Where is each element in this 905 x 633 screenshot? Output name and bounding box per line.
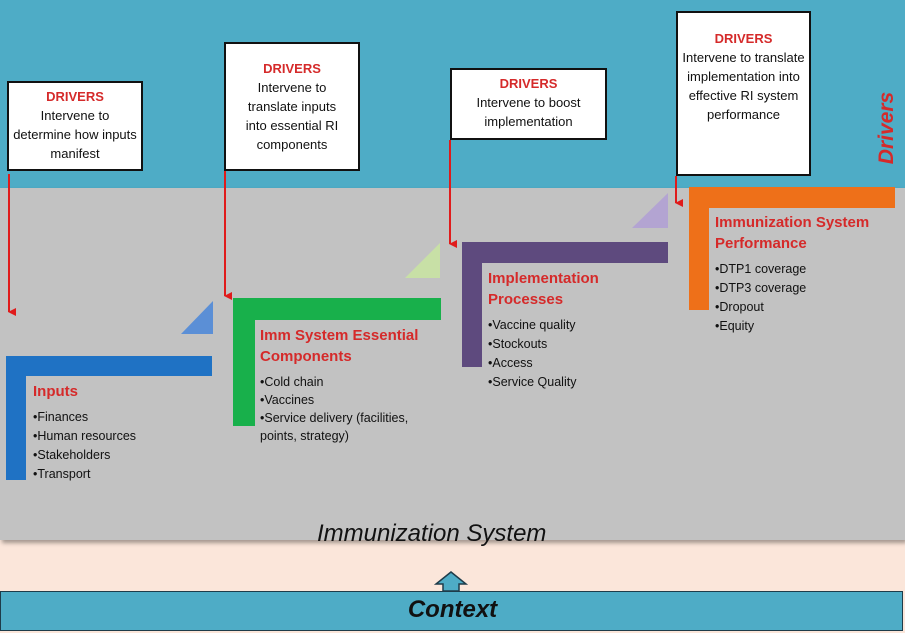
components-bar-vertical — [233, 298, 255, 426]
stage-list-inputs: Finances Human resources Stakeholders Tr… — [33, 408, 136, 484]
list-item: Vaccine quality — [488, 316, 576, 335]
list-item: Transport — [33, 465, 136, 484]
components-bar-horizontal — [233, 298, 441, 320]
list-item: Vaccines — [260, 391, 440, 409]
driver-body: Intervene to translate implementation in… — [682, 50, 805, 122]
stage-list-components: Cold chain Vaccines Service delivery (fa… — [260, 373, 440, 445]
stage-title-line: Implementation — [488, 270, 599, 287]
driver-body: Intervene to translate inputs into essen… — [245, 80, 339, 152]
implementation-bar-vertical — [462, 242, 482, 367]
immunization-system-title: Immunization System — [317, 520, 547, 547]
driver-box-inputs: DRIVERS Intervene to determine how input… — [7, 81, 143, 171]
context-bar: Context — [0, 591, 903, 631]
driver-body: Intervene to boost implementation — [476, 95, 581, 129]
driver-title: DRIVERS — [46, 89, 104, 104]
driver-box-components: DRIVERS Intervene to translate inputs in… — [224, 42, 360, 171]
stage-title-implementation: Implementation Processes — [488, 268, 599, 310]
step-triangle-green — [405, 243, 440, 278]
list-item: Service Quality — [488, 373, 576, 392]
context-up-arrow — [433, 571, 469, 592]
stage-title-components: Imm System Essential Components — [260, 325, 418, 367]
stage-title-line: Imm System Essential — [260, 327, 419, 344]
driver-title: DRIVERS — [714, 31, 773, 46]
stage-title-line: Performance — [715, 235, 807, 252]
driver-box-performance: DRIVERS Intervene to translate implement… — [676, 11, 811, 176]
performance-bar-horizontal — [689, 187, 895, 208]
list-item: Stakeholders — [33, 446, 136, 465]
driver-box-implementation: DRIVERS Intervene to boost implementatio… — [450, 68, 607, 140]
stage-title-line: Immunization System — [715, 214, 870, 231]
driver-title: DRIVERS — [499, 76, 558, 91]
list-item: Stockouts — [488, 335, 576, 354]
list-item: Finances — [33, 408, 136, 427]
list-item: Access — [488, 354, 576, 373]
stage-title-line: Components — [260, 348, 352, 365]
implementation-bar-horizontal — [462, 242, 668, 263]
performance-bar-vertical — [689, 187, 709, 310]
stage-title-inputs: Inputs — [33, 381, 78, 402]
driver-body: Intervene to determine how inputs manife… — [13, 108, 137, 161]
list-item: Service delivery (facilities, points, st… — [260, 409, 440, 445]
inputs-bar-vertical — [6, 356, 26, 480]
list-item: Dropout — [715, 298, 806, 317]
stage-list-implementation: Vaccine quality Stockouts Access Service… — [488, 316, 576, 392]
list-item: DTP3 coverage — [715, 279, 806, 298]
stage-title-line: Inputs — [33, 383, 78, 400]
context-label: Context — [407, 596, 498, 623]
inputs-bar-horizontal — [6, 356, 212, 376]
stage-title-line: Processes — [488, 291, 564, 308]
step-triangle-purple — [632, 193, 668, 228]
list-item: Equity — [715, 317, 806, 336]
list-item: Cold chain — [260, 373, 440, 391]
stage-title-performance: Immunization System Performance — [715, 212, 869, 254]
list-item: Human resources — [33, 427, 136, 446]
step-triangle-blue — [181, 301, 213, 334]
driver-title: DRIVERS — [263, 61, 321, 76]
list-item: DTP1 coverage — [715, 260, 806, 279]
stage-list-performance: DTP1 coverage DTP3 coverage Dropout Equi… — [715, 260, 806, 336]
